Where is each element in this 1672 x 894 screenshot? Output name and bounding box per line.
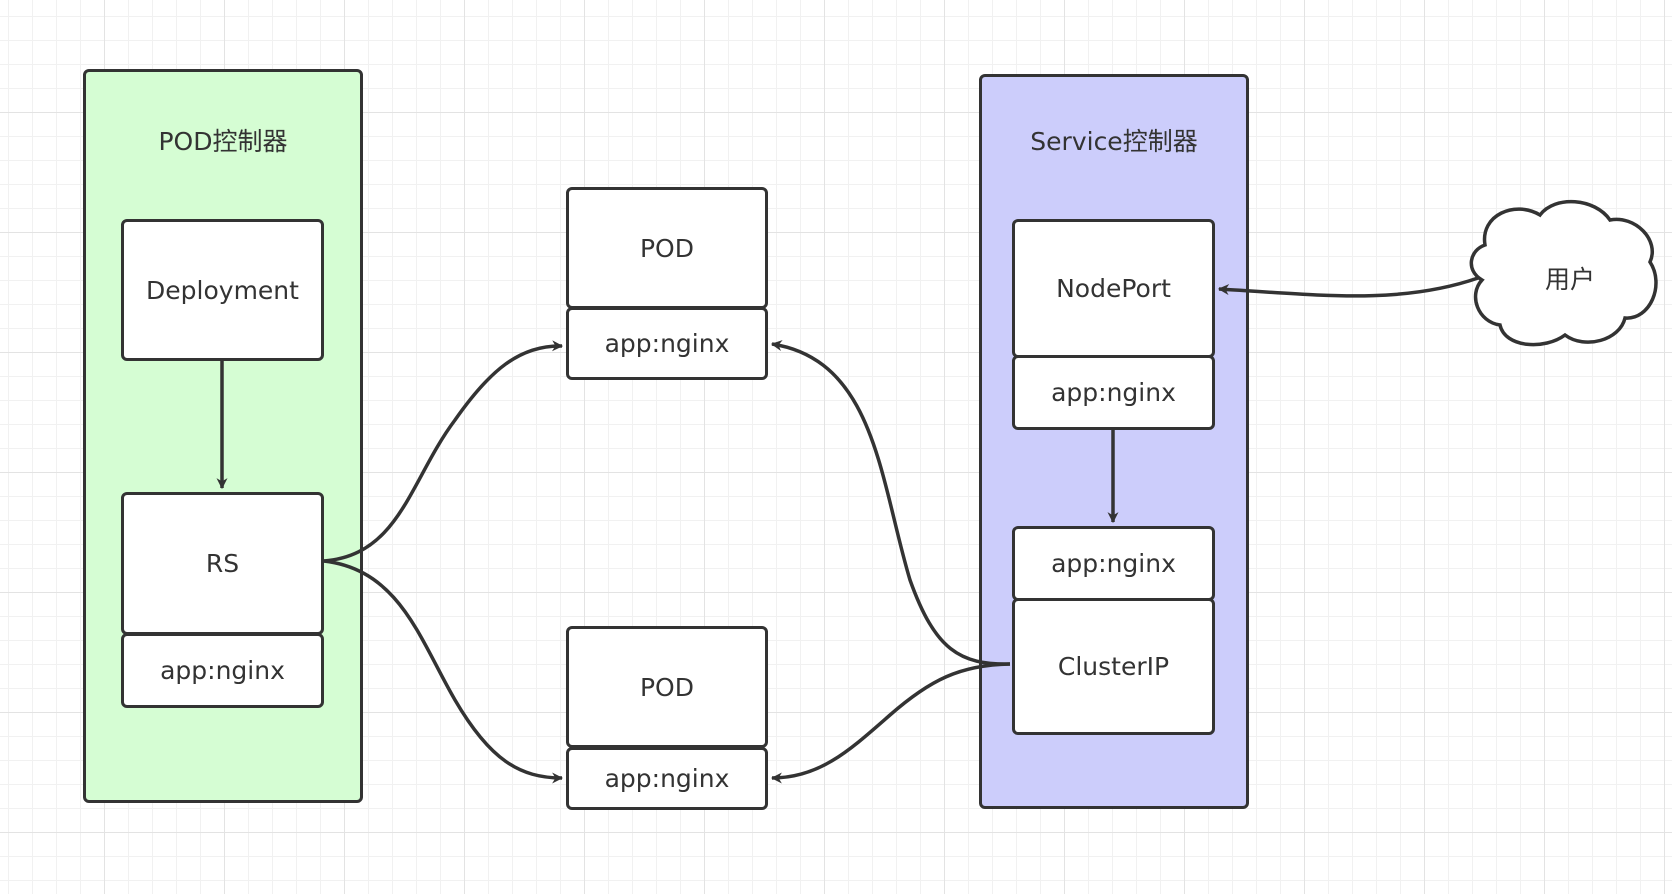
nodeport-label-node[interactable]: app:nginx — [1012, 355, 1215, 430]
pod-top-label-node[interactable]: app:nginx — [566, 307, 768, 380]
user-cloud-label: 用户 — [1544, 265, 1595, 294]
clusterip-node[interactable]: ClusterIP — [1012, 598, 1215, 735]
service-controller-title: Service控制器 — [1030, 127, 1198, 156]
clusterip-label-node[interactable]: app:nginx — [1012, 526, 1215, 601]
nodeport-node[interactable]: NodePort — [1012, 219, 1215, 358]
rs-label-node[interactable]: app:nginx — [121, 633, 324, 708]
edge-rs-to-pod-top — [323, 340, 564, 563]
user-cloud-shape[interactable] — [1469, 200, 1658, 347]
deployment-node[interactable]: Deployment — [121, 219, 324, 361]
edge-clusterip-to-pod-top — [770, 340, 1011, 666]
pod-bottom-label-node[interactable]: app:nginx — [566, 747, 768, 810]
rs-node[interactable]: RS — [121, 492, 324, 635]
edge-clusterip-to-pod-bottom — [770, 662, 1011, 784]
edge-user-to-nodeport — [1217, 276, 1479, 298]
edge-rs-to-pod-bottom — [323, 559, 564, 784]
pod-bottom-node[interactable]: POD — [566, 626, 768, 748]
pod-top-node[interactable]: POD — [566, 187, 768, 309]
pod-controller-title: POD控制器 — [158, 127, 288, 156]
